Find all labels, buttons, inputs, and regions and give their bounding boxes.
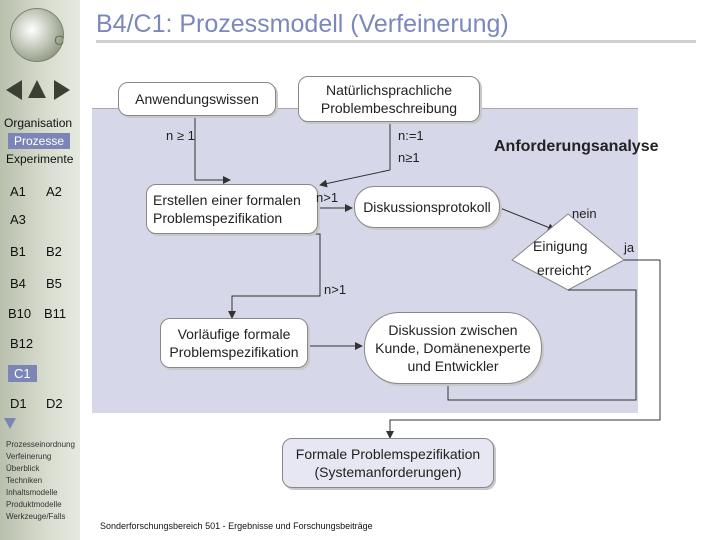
link-ueberblick[interactable]: Überblick (6, 464, 40, 473)
label-n-ge1b: n≥1 (398, 150, 420, 165)
footer-text: Sonderforschungsbereich 501 - Ergebnisse… (100, 521, 373, 531)
label-n-assign: n:=1 (398, 128, 424, 143)
nav-item-c1[interactable]: C1 (8, 365, 37, 382)
link-produktmodelle[interactable]: Produktmodelle (6, 500, 62, 509)
erstellen-line2: Problemspezifikation (153, 210, 283, 226)
natuerlich-line1: Natürlichsprachliche (325, 81, 453, 98)
nav-item-a3[interactable]: A3 (10, 212, 26, 227)
einigung-line1: Einigung (533, 238, 588, 254)
page-title: B4/C1: Prozessmodell (Verfeinerung) (96, 10, 509, 38)
box-diskussionsprotokoll: Diskussionsprotokoll (354, 186, 500, 228)
nav-item-b12[interactable]: B12 (10, 336, 34, 351)
title-underline (96, 40, 696, 43)
erstellen-line1: Erstellen einer formalen (153, 191, 301, 208)
nav-organisation[interactable]: Organisation (4, 116, 73, 130)
nav-item-d1[interactable]: D1 (10, 396, 27, 411)
nav-item-d2[interactable]: D2 (46, 396, 63, 411)
sidebar: C Organisation Prozesse Experimente A1 A… (0, 0, 80, 540)
link-verfeinerung[interactable]: Verfeinerung (6, 452, 52, 461)
box-vorlaeufige: Vorläufige formale Problemspezifikation (160, 318, 308, 368)
nav-back-icon[interactable] (6, 80, 22, 100)
nav-experimente[interactable]: Experimente (6, 152, 74, 166)
logo-letter: C (54, 32, 65, 48)
nav-forward-icon[interactable] (54, 80, 70, 100)
label-ja: ja (624, 240, 635, 255)
label-n-ge1: n ≥ 1 (166, 128, 195, 143)
vorlaeufige-line1: Vorläufige formale (177, 325, 291, 342)
heading-anforderungsanalyse: Anforderungsanalyse (494, 138, 659, 155)
down-arrow-icon[interactable] (4, 418, 16, 429)
box-erstellen: Erstellen einer formalen Problemspezifik… (146, 184, 318, 234)
nav-item-b2[interactable]: B2 (46, 244, 62, 259)
nav-item-b11[interactable]: B11 (44, 306, 67, 321)
diskussion-line3: und Entwickler (407, 358, 499, 375)
link-inhaltsmodelle[interactable]: Inhaltsmodelle (6, 488, 58, 497)
nav-item-b10[interactable]: B10 (8, 306, 32, 321)
link-techniken[interactable]: Techniken (6, 476, 43, 485)
formale-line2: (Systemanforderungen) (314, 464, 462, 480)
einigung-line2: erreicht? (537, 262, 592, 278)
formale-line1: Formale Problemspezifikation (295, 445, 481, 462)
label-n-gt1-b: n>1 (324, 282, 347, 297)
box-formale: Formale Problemspezifikation (Systemanfo… (282, 438, 494, 488)
vorlaeufige-line2: Problemspezifikation (169, 344, 299, 360)
diskussion-line1: Diskussion zwischen (388, 321, 518, 338)
diskussion-line2: Kunde, Domänenexperte (375, 339, 531, 356)
nav-up-icon[interactable] (28, 80, 46, 98)
nav-item-a2[interactable]: A2 (46, 184, 62, 199)
nav-prozesse[interactable]: Prozesse (8, 133, 71, 149)
nav-item-b1[interactable]: B1 (10, 244, 26, 259)
label-n-gt1-a: n>1 (316, 190, 339, 205)
box-diskussion: Diskussion zwischen Kunde, Domänenexpert… (364, 312, 542, 384)
nav-item-a1[interactable]: A1 (10, 184, 26, 199)
logo (10, 8, 64, 62)
box-anwendungswissen: Anwendungswissen (118, 82, 276, 116)
nav-item-b5[interactable]: B5 (46, 276, 62, 291)
natuerlich-line2: Problembeschreibung (320, 100, 458, 116)
label-nein: nein (572, 206, 597, 221)
link-prozesseinordnung[interactable]: Prozesseinordnung (6, 440, 75, 449)
nav-item-b4[interactable]: B4 (10, 276, 26, 291)
link-werkzeuge[interactable]: Werkzeuge/Falls (6, 512, 66, 521)
box-natuerlich: Natürlichsprachliche Problembeschreibung (298, 76, 480, 122)
